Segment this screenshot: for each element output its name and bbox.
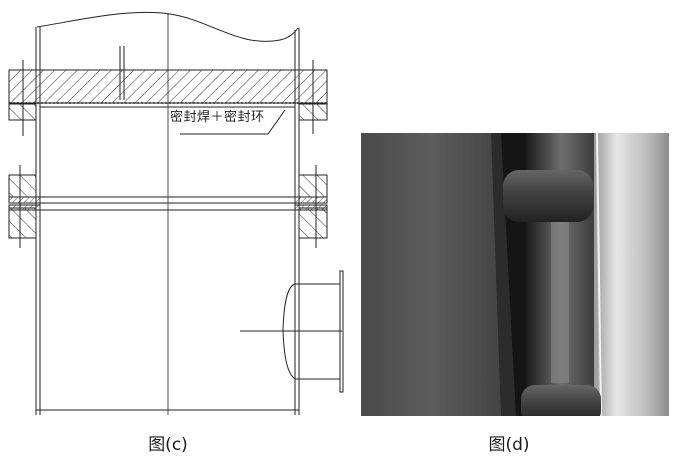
figure-d-caption: 图(d) (488, 435, 530, 455)
weld-photo-image (361, 133, 669, 416)
seal-annotation: 密封焊＋密封环 (170, 110, 265, 125)
figure-c-drawing: 密封焊＋密封环 (0, 0, 350, 420)
figure-c-caption: 图(c) (148, 435, 188, 455)
flange-seal-drawing (8, 11, 344, 415)
figure-d-photo (361, 133, 669, 416)
